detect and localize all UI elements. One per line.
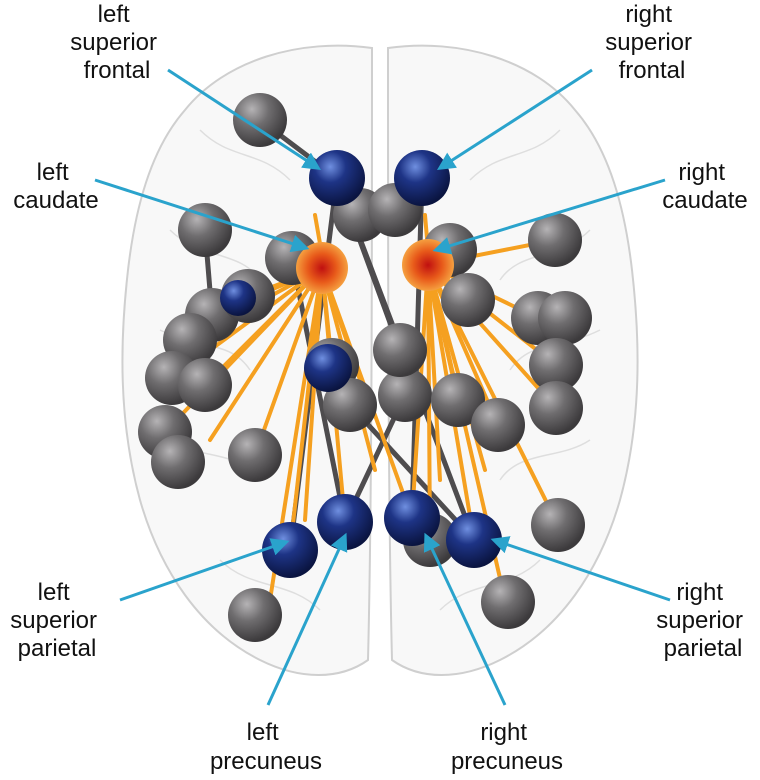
caudate-connection-edge: [208, 266, 324, 442]
gray-node: [441, 273, 495, 327]
arrow-left-superior-frontal: [167, 68, 322, 170]
gray-node: [178, 358, 232, 412]
callout-arrows: [94, 68, 671, 706]
nodes: [138, 93, 592, 642]
arrow-right-precuneus: [423, 532, 507, 706]
left-superior-parietal-node: [262, 522, 318, 578]
gray-node: [323, 378, 377, 432]
gray-node: [233, 93, 287, 147]
gray-node: [228, 428, 282, 482]
label-left-superior-parietal: left superior parietal: [10, 579, 103, 662]
region-labels: left superior frontal right superior fro…: [10, 1, 749, 775]
gray-node: [378, 368, 432, 422]
caudate-connection-edge: [288, 266, 324, 552]
label-right-superior-parietal: right superior parietal: [656, 579, 749, 662]
gray-node: [228, 588, 282, 642]
gray-node: [531, 498, 585, 552]
gray-node: [481, 575, 535, 629]
hub-node: [304, 344, 352, 392]
gray-node: [431, 373, 485, 427]
caudate-connection-edge: [303, 266, 324, 522]
left-superior-frontal-node: [309, 150, 365, 206]
gray-node: [373, 323, 427, 377]
left-hemisphere-outline: [121, 44, 374, 676]
arrow-right-superior-parietal: [490, 536, 671, 602]
left-precuneus-node: [317, 494, 373, 550]
connection-edge: [347, 402, 477, 543]
gray-node: [528, 213, 582, 267]
gray-node: [471, 398, 525, 452]
right-superior-parietal-node: [446, 512, 502, 568]
label-right-caudate: right caudate: [662, 159, 747, 214]
arrow-left-caudate: [94, 178, 310, 253]
label-right-precuneus: right precuneus: [451, 719, 563, 775]
right-precuneus-node: [384, 490, 440, 546]
caudate-connection-edge: [253, 266, 324, 457]
label-right-superior-frontal: right superior frontal: [605, 1, 698, 84]
gray-node: [529, 338, 583, 392]
gray-node: [529, 381, 583, 435]
arrow-right-caudate: [432, 178, 666, 255]
gray-node: [151, 435, 205, 489]
hub-node: [220, 280, 256, 316]
arrow-right-superior-frontal: [436, 68, 593, 170]
gray-node: [178, 203, 232, 257]
right-superior-frontal-node: [394, 150, 450, 206]
label-left-caudate: left caudate: [13, 159, 98, 214]
label-left-precuneus: left precuneus: [210, 719, 322, 775]
arrow-left-superior-parietal: [119, 538, 290, 602]
arrow-left-precuneus: [266, 532, 348, 706]
left-caudate-node: [296, 242, 348, 294]
gray-node: [538, 291, 592, 345]
label-left-superior-frontal: left superior frontal: [70, 1, 163, 84]
caudate-connection-edge: [426, 263, 442, 482]
